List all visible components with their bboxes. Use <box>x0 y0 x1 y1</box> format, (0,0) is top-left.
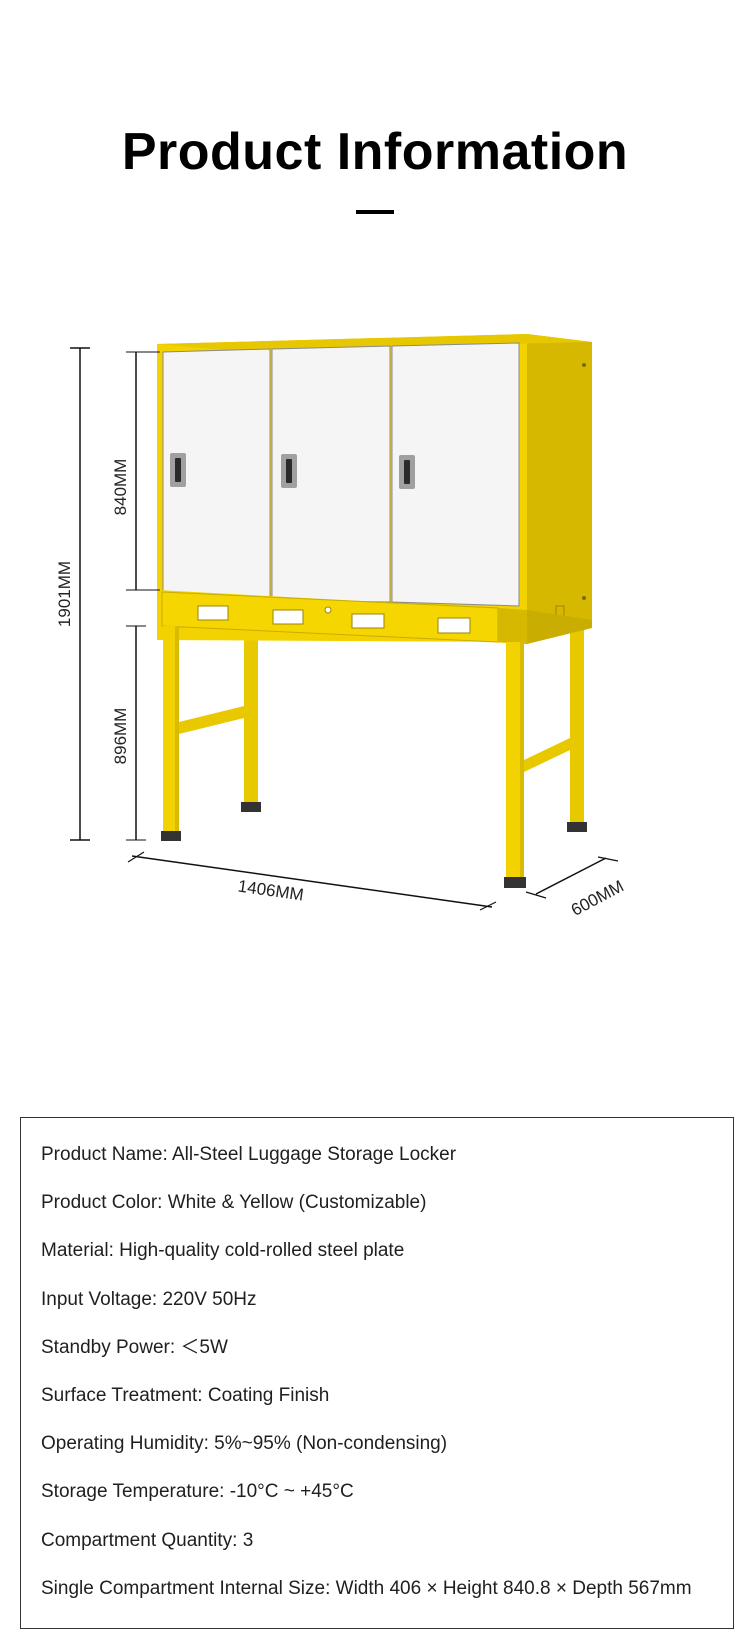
product-illustration: 1901MM 840MM 896MM 1406MM 600MM <box>55 334 627 920</box>
spec-input-voltage: Input Voltage: 220V 50Hz <box>41 1288 257 1310</box>
front-right-foot <box>504 877 526 888</box>
right-brace <box>524 738 570 772</box>
dim-depth: 600MM <box>568 876 627 919</box>
spec-product-name: Product Name: All-Steel Luggage Storage … <box>41 1144 457 1165</box>
door-right <box>391 342 520 607</box>
door-handle-right <box>399 455 415 489</box>
dim-total-height: 1901MM <box>55 561 74 627</box>
spec-material: Material: High-quality cold-rolled steel… <box>41 1240 405 1262</box>
spec-compartment-size: Single Compartment Internal Size: Width … <box>41 1577 692 1599</box>
drawer-lock <box>324 606 332 614</box>
door-middle <box>271 345 391 603</box>
spec-box: Product Name: All-Steel Luggage Storage … <box>20 1117 734 1629</box>
spec-operating-humidity: Operating Humidity: 5%~95% (Non-condensi… <box>41 1433 448 1455</box>
back-right-foot <box>567 822 587 832</box>
drawer-slot-4 <box>437 617 471 634</box>
left-brace <box>179 706 244 734</box>
dim-width: 1406MM <box>237 877 305 905</box>
door-handle-middle <box>281 454 297 488</box>
dim-cabinet-height: 840MM <box>111 459 130 516</box>
back-left-leg <box>244 617 258 802</box>
page-title: Product Information <box>121 123 629 181</box>
spec-storage-temperature: Storage Temperature: -10°C ~ +45°C <box>41 1481 354 1503</box>
door-handle-left <box>170 453 186 487</box>
spec-product-color: Product Color: White & Yellow (Customiza… <box>41 1192 427 1214</box>
back-left-foot <box>241 802 261 812</box>
front-left-foot <box>161 831 181 841</box>
spec-standby-power: Standby Power: ＜5W <box>41 1336 228 1358</box>
drawer-slot-3 <box>351 613 385 629</box>
back-right-leg <box>570 617 584 822</box>
front-right-leg <box>506 642 524 877</box>
cabinet-side-panel <box>527 334 592 642</box>
spec-surface-treatment: Surface Treatment: Coating Finish <box>41 1384 330 1406</box>
drawer-slot-1 <box>197 605 229 621</box>
dim-leg-height: 896MM <box>111 708 130 765</box>
drawer-slot-2 <box>272 609 304 625</box>
title-underline <box>356 210 394 214</box>
spec-compartment-quantity: Compartment Quantity: 3 <box>41 1529 254 1551</box>
